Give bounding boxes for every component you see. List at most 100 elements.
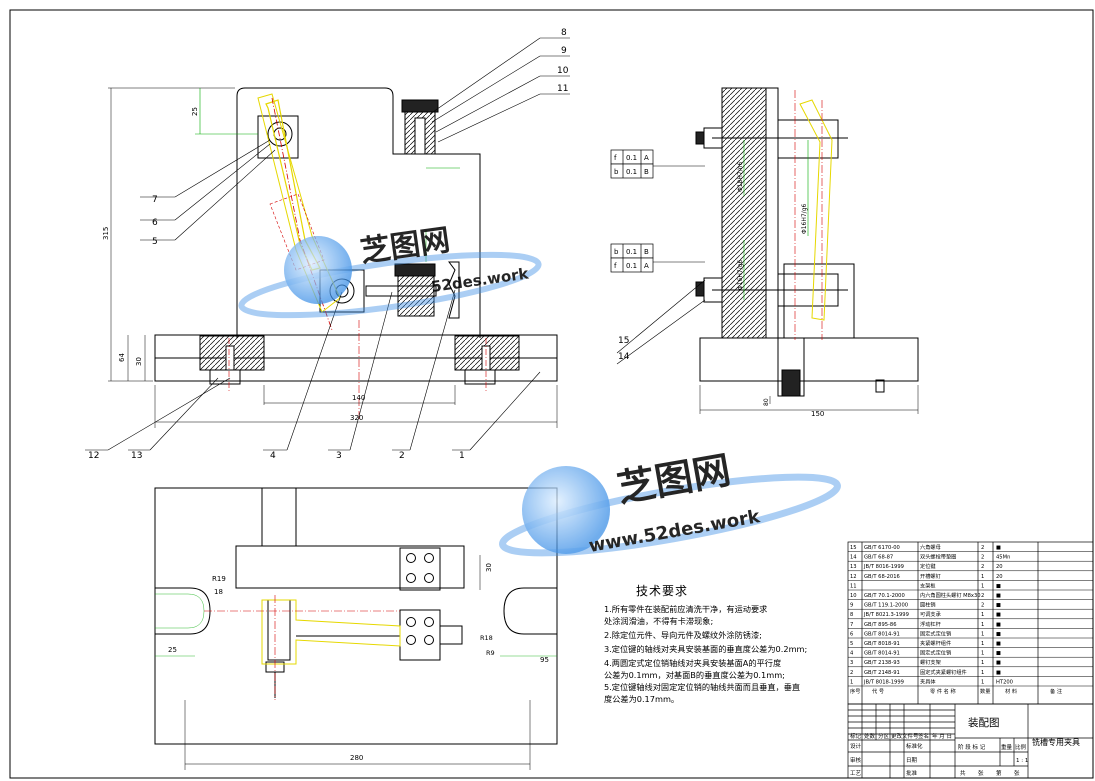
bom-cell-mat: ■ [996,622,1001,628]
drawing-name: 装配图 [968,716,1000,729]
bom-cell-qty: 2 [981,555,984,561]
svg-text:重量: 重量 [1001,743,1013,751]
svg-text:分区: 分区 [878,732,890,740]
title-block [847,703,1094,779]
bom-cell-name: 夹具体 [920,677,936,685]
bom-cell-no: 1 [850,679,853,685]
tech-requirement-line: 公差为0.1mm，对基面B的垂直度公差为0.1mm; [604,670,785,680]
part-ref-1: 1 [459,451,465,461]
bom-cell-qty: 1 [981,631,984,637]
svg-text:张: 张 [1014,769,1020,777]
bom-cell-code: GB/T 70.1-2000 [864,593,905,599]
bom-cell-qty: 1 [981,583,984,589]
fit-phi18: Φ18H7/n6 [737,161,744,192]
bom-cell-mat: ■ [996,545,1001,551]
part-ref-14: 14 [618,352,630,362]
part-ref-13: 13 [131,451,142,461]
svg-text:f: f [614,154,617,162]
svg-text:第: 第 [996,769,1002,777]
svg-text:0.1: 0.1 [626,248,637,256]
bom-cell-mat: 20 [996,564,1003,570]
svg-text:共: 共 [960,769,966,777]
bom-cell-no: 8 [850,612,853,618]
dim-150: 150 [811,410,824,418]
dim-18: 18 [214,588,223,596]
bom-cell-qty: 1 [981,612,984,618]
svg-text:处数: 处数 [864,732,876,740]
bom-cell-name: 浮动杠杆 [920,620,941,628]
tech-requirements-title: 技术要求 [636,584,689,598]
dim-r9: R9 [486,649,495,657]
bom-cell-qty: 2 [981,564,984,570]
bom-cell-no: 5 [850,641,853,647]
svg-text:B: B [644,248,649,256]
bom-cell-code: JB/T 8021.3-1999 [863,612,909,618]
tolerance-frame-group-upper [610,149,654,273]
svg-text:标记: 标记 [850,732,862,740]
part-ref-15: 15 [618,336,629,346]
part-ref-11: 11 [557,84,568,94]
svg-text:年 月 日: 年 月 日 [932,732,952,740]
watermark-url: www.52des.work [587,506,762,557]
bom-cell-mat: ■ [996,612,1001,618]
svg-text:比例: 比例 [1015,743,1027,751]
bom-cell-name: 内六角圆柱头螺钉 M8x30 [920,591,981,599]
svg-text:批准: 批准 [906,769,918,777]
bom-cell-name: 定位键 [920,562,936,570]
bom-cell-code: JB/T 8016-1999 [863,564,904,570]
bom-cell-no: 7 [850,622,853,628]
svg-text:b: b [614,248,619,256]
tech-requirement-line: 3.定位键的轴线对夹具安装基面的垂直度公差为0.2mm; [604,644,808,654]
bom-cell-mat: ■ [996,641,1001,647]
bom-cell-mat: ■ [996,670,1001,676]
bom-cell-name: 固定式定位销 [920,629,951,637]
svg-text:工艺: 工艺 [850,770,862,777]
bom-cell-qty: 2 [981,545,984,551]
watermark-brand: 芝图网 [614,448,734,511]
svg-text:0.1: 0.1 [626,168,637,176]
top-view [154,487,558,770]
bom-cell-qty: 1 [981,670,984,676]
part-ref-7: 7 [152,195,158,205]
bom-cell-no: 11 [850,583,857,589]
bom-cell-qty: 1 [981,679,984,685]
dim-25: 25 [191,107,199,116]
tolerance-frame-text: f 0.1 A b 0.1 B b 0.1 B f 0.1 A [614,154,649,270]
bom-cell-no: 4 [850,651,854,657]
bom-cell-mat: ■ [996,631,1001,637]
bom-cell-no: 9 [850,603,853,609]
svg-text:标准化: 标准化 [906,742,923,750]
tech-requirement-line: 度公差为0.17mm。 [604,694,680,704]
bom-cell-name: 六角螺母 [920,543,941,551]
part-ref-4: 4 [270,451,276,461]
bom-cell-mat: ■ [996,660,1001,666]
title-block-text: 装配图 铣槽专用夹具 标记 处数 分区 更改文件号 签名 年 月 日 设计 审核… [850,716,1080,777]
part-ref-8: 8 [561,28,567,38]
dim-64: 64 [118,353,126,362]
bom-cell-code: GB/T 2138-93 [864,660,900,666]
bom-cell-code: GB/T 119.1-2000 [864,603,908,609]
svg-text:B: B [644,168,649,176]
tech-requirement-line: 5.定位键轴线对固定定位销的轴线共面而且垂直，垂直 [604,682,801,692]
front-view-dimensions: 25 315 64 30 140 320 [102,107,365,422]
svg-text:b: b [614,168,619,176]
dim-r19: R19 [212,575,226,583]
bom-cell-mat: ■ [996,593,1001,599]
part-ref-5: 5 [152,237,158,247]
bom-cell-qty: 1 [981,622,984,628]
bom-header-note: 备 注 [1050,687,1062,695]
part-ref-10: 10 [557,66,569,76]
fit-phi16-upper: Φ16H7/g6 [801,203,808,234]
product-name: 铣槽专用夹具 [1032,737,1080,747]
bom-cell-name: 开槽螺钉 [920,572,941,580]
dim-320: 320 [350,414,363,422]
bom-cell-code: JB/T 8018-1999 [863,679,904,685]
watermark-brand: 芝图网 [358,223,452,270]
bom-cell-code: GB/T 6170-00 [864,545,900,551]
bom-cell-name: 圆柱销 [920,601,936,609]
dim-25: 25 [168,646,177,654]
svg-text:设计: 设计 [850,742,862,750]
dim-140: 140 [352,394,365,402]
watermark-upper: 芝图网 52des.work [238,223,542,319]
